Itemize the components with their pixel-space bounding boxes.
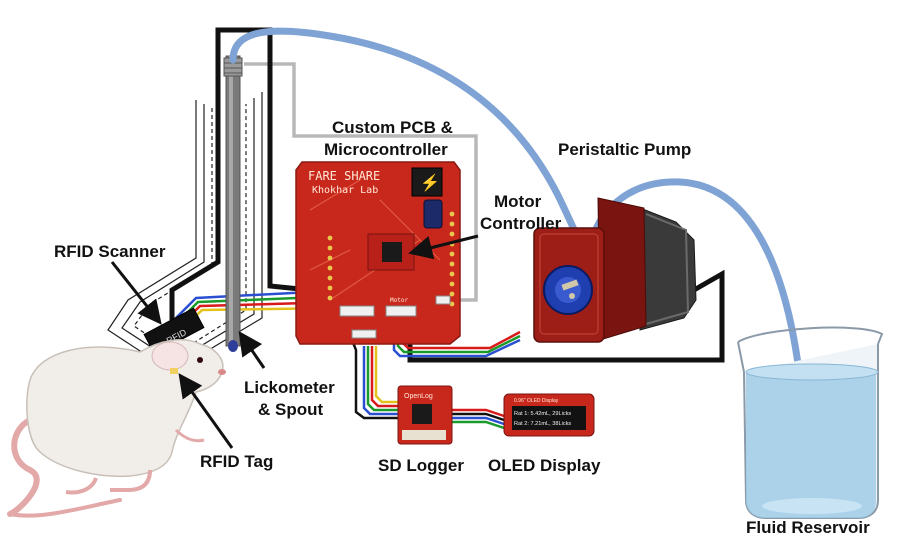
arrow-lickometer (238, 331, 266, 369)
motor-driver-chip (382, 242, 402, 262)
pcb-left-pins (327, 235, 333, 301)
label-motor-line2: Controller (480, 214, 562, 233)
peristaltic-pump (533, 197, 697, 343)
oled-header-text: 0.96" OLED Display (514, 398, 559, 404)
label-sd-logger: SD Logger (378, 456, 464, 475)
rat-eye (197, 357, 203, 363)
label-lickometer-line1: Lickometer (244, 378, 335, 397)
custom-pcb: FARE SHARE Khokhar Lab ⚡ Motor (295, 161, 461, 345)
lickometer-spout (223, 55, 243, 352)
oled-line-2: Rat 2: 7.21mL, 38Licks (514, 421, 571, 427)
capacitor (423, 199, 443, 229)
sd-board-text: OpenLog (404, 393, 433, 400)
label-fluid-reservoir: Fluid Reservoir (746, 518, 870, 537)
label-rfid-scanner: RFID Scanner (54, 242, 166, 261)
pcb-rfid-connector (339, 305, 375, 317)
arrow-rfid-tag (178, 373, 234, 449)
pcb-lick-connector (435, 295, 451, 305)
label-custom-pcb-line1: Custom PCB & (332, 118, 453, 137)
label-oled-display: OLED Display (488, 456, 601, 475)
arrow-rfid-scanner (110, 261, 162, 325)
arrow-motor-controller (408, 234, 479, 260)
label-peristaltic-pump: Peristaltic Pump (558, 140, 692, 159)
sd-logger-board: OpenLog (397, 385, 453, 445)
pcb-title: FARE SHARE (308, 169, 380, 183)
power-jack (411, 167, 443, 197)
pcb-subtitle: Khokhar Lab (312, 185, 378, 196)
sd-logger-ribbon-wires (350, 339, 402, 420)
oled-ribbon-wires (450, 408, 505, 430)
label-rfid-tag: RFID Tag (200, 452, 274, 471)
oled-line-1: Rat 1: 5.42mL, 29Licks (514, 411, 571, 417)
rat-illustration (7, 339, 226, 518)
oled-display-module: 0.96" OLED Display Rat 1: 5.42mL, 29Lick… (503, 393, 595, 437)
pcb-logger-connector (351, 329, 377, 339)
lightning-icon: ⚡ (420, 173, 440, 192)
rfid-black-wire (169, 27, 311, 320)
label-motor-line1: Motor (494, 192, 542, 211)
fluid-tube-to-spout (229, 27, 582, 242)
rfid-tag-on-rat (170, 368, 178, 374)
label-custom-pcb-line2: Microcontroller (324, 140, 448, 159)
pcb-motor-connector (385, 305, 417, 317)
motor-black-wire (407, 269, 725, 363)
fluid-reservoir-beaker (737, 326, 884, 519)
lickometer-gray-wire (244, 62, 478, 302)
pcb-motor-header-label: Motor (390, 297, 408, 304)
label-lickometer-line2: & Spout (258, 400, 324, 419)
